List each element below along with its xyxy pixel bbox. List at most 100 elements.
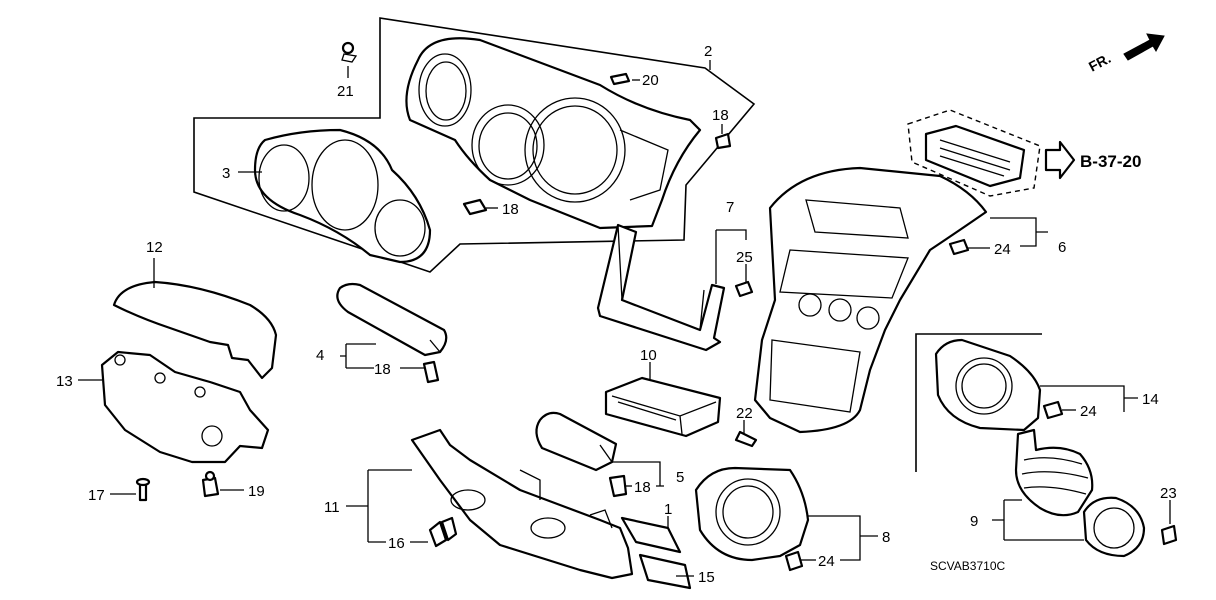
console-cover-group: 22 8 24	[694, 405, 890, 572]
pad-1-icon	[620, 516, 682, 554]
meter-visor-housing	[405, 37, 702, 230]
callout-17: 17	[88, 487, 105, 504]
callout-6: 6	[1058, 239, 1066, 256]
pocket-opening	[611, 395, 717, 435]
center-panel-slot	[805, 199, 909, 239]
shift-boot-ring-inner	[1093, 507, 1135, 549]
clip-16-icon	[428, 516, 458, 548]
pocket-group: 10	[604, 347, 722, 438]
leader-9	[992, 499, 1084, 541]
vent-louvers	[939, 139, 1011, 177]
callout-24-center: 24	[994, 241, 1011, 258]
garnish-ring-right	[374, 199, 426, 257]
lower-cover-hole-2	[530, 517, 566, 539]
visor-ring-left-inner	[425, 61, 467, 121]
shift-panel	[934, 338, 1042, 432]
console-cover-ring	[715, 478, 781, 546]
callout-3: 3	[222, 165, 230, 182]
callout-18-lower-bolster: 18	[634, 479, 651, 496]
lower-bolster-panel	[535, 411, 618, 472]
clip-18-lower-bolster-icon	[608, 474, 628, 498]
center-panel-lower-opening	[769, 339, 861, 413]
callout-18-upper: 18	[712, 107, 729, 124]
shift-panel-ring-inner	[961, 363, 1007, 409]
leader-11	[346, 469, 412, 542]
callout-2: 2	[704, 43, 712, 60]
callout-1: 1	[664, 501, 672, 518]
clip-25-icon	[734, 280, 754, 298]
screw-22-icon	[734, 430, 758, 448]
shift-panel-ring	[955, 357, 1013, 415]
visor-ring-center-inner	[478, 112, 538, 180]
console-cover	[694, 466, 810, 562]
lower-cover-hole-1	[450, 489, 486, 511]
front-arrow-icon	[1123, 33, 1165, 61]
shift-area-frame	[915, 333, 1042, 472]
meter-group-frame	[193, 17, 756, 273]
leader-4	[340, 343, 376, 368]
cover-boss-3	[194, 386, 206, 398]
visor-side-wing	[619, 129, 669, 201]
reference-label: B-37-20	[1080, 152, 1141, 171]
air-vent	[924, 124, 1026, 188]
visor-ring-right-inner	[532, 105, 618, 195]
clip-24-console-icon	[784, 550, 804, 572]
meter-visor-group: 2 3 21 20 18 18	[193, 17, 756, 273]
callout-25: 25	[736, 249, 753, 266]
callout-21: 21	[337, 83, 354, 100]
clip-24-center-icon	[948, 238, 970, 256]
callout-18-lower: 18	[502, 201, 519, 218]
cover-boss-1	[114, 354, 126, 366]
vent-reference-group: B-37-20	[907, 109, 1141, 197]
lower-panel-group: 11 16 1 15	[324, 428, 715, 590]
vent-reference-frame	[907, 109, 1041, 197]
knee-bolster-group: 4 18	[316, 282, 448, 384]
callout-9: 9	[970, 513, 978, 530]
meter-garnish	[253, 128, 432, 264]
knee-bolster-panel	[336, 282, 448, 357]
center-panel-group: 6 24	[753, 166, 1066, 434]
callout-20: 20	[642, 72, 659, 89]
screw-23-icon	[1160, 524, 1178, 546]
lower-cover-tab	[589, 509, 613, 529]
bracket-group: 7 25	[596, 199, 754, 352]
clip-18-bolster-icon	[422, 360, 440, 384]
column-cover-upper	[112, 280, 278, 380]
visor-ring-left	[418, 53, 472, 127]
column-cover-lower	[100, 350, 270, 464]
key-cylinder-hole	[201, 425, 223, 447]
visor-ring-right	[524, 97, 626, 203]
callout-18-bolster: 18	[374, 361, 391, 378]
bolster-edge	[429, 339, 441, 353]
callout-24-shift: 24	[1080, 403, 1097, 420]
callout-4: 4	[316, 347, 324, 364]
callout-12: 12	[146, 239, 163, 256]
shift-area-group: 14 24 9 23	[915, 333, 1178, 558]
callout-8: 8	[882, 529, 890, 546]
climate-knob-right	[856, 306, 880, 330]
clip-24-shift-icon	[1042, 400, 1064, 420]
reference-arrow-icon	[1044, 140, 1076, 180]
bracket-ribs	[617, 224, 705, 331]
callout-22: 22	[736, 405, 753, 422]
clip-21-icon	[341, 41, 358, 63]
callout-13: 13	[56, 373, 73, 390]
callout-11: 11	[324, 499, 340, 516]
pocket-inner	[617, 401, 677, 421]
climate-knob-center	[828, 298, 852, 322]
leader-8	[808, 515, 878, 561]
screw-19-icon	[201, 470, 220, 498]
clip-18-lower-icon	[462, 198, 488, 216]
lower-bolster-group: 5 18	[535, 411, 684, 498]
leader-5	[612, 461, 664, 487]
pocket-body	[604, 376, 722, 438]
clip-18-upper-icon	[714, 132, 732, 150]
cover-boss-2	[154, 372, 166, 384]
pad-15-icon	[638, 553, 692, 590]
lower-dash-cover	[410, 428, 634, 580]
diagram-code: SCVAB3710C	[930, 559, 1005, 573]
shift-boot-ring	[1082, 496, 1146, 558]
lower-cover-bracket	[519, 469, 541, 500]
leader-7	[715, 229, 747, 284]
